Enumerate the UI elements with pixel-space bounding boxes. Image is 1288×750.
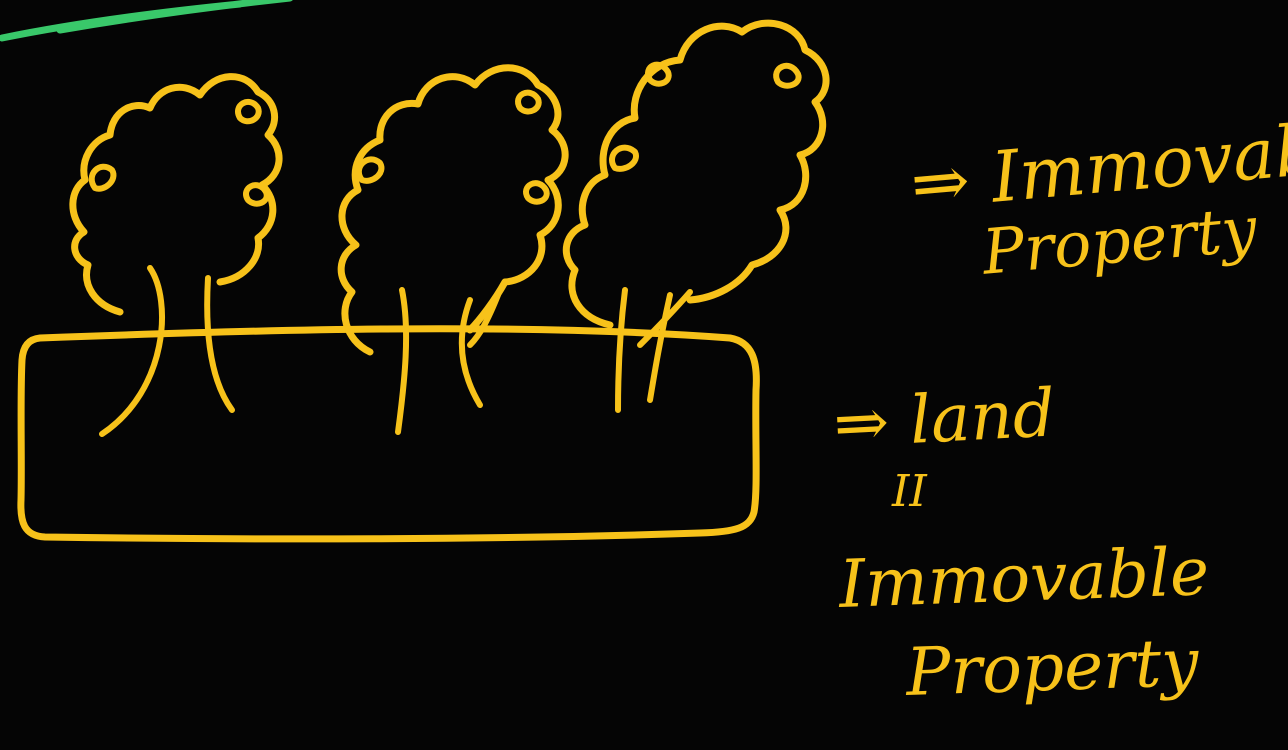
tree-1-curl-2 — [238, 102, 259, 121]
equals-mark: II — [892, 470, 927, 514]
land-rectangle — [21, 329, 757, 539]
tree-1-curl-1 — [92, 167, 114, 189]
land-immovable-line2: Property — [905, 630, 1199, 706]
tree-3-trunk — [618, 290, 690, 410]
tree-1-trunk — [102, 268, 232, 434]
tree-1-curl-3 — [246, 185, 267, 204]
land-word: land — [908, 374, 1057, 458]
tree-2-curl-3 — [526, 183, 547, 202]
trees-arrow: ⇒ — [907, 139, 973, 226]
tree-2-curl-2 — [518, 93, 539, 112]
land-immovable-line1: Immovable — [838, 539, 1210, 618]
tree-3-curl-1 — [612, 148, 636, 169]
tree-2-curl-1 — [359, 159, 382, 181]
land-label: ⇒ land — [832, 380, 1057, 458]
land-arrow: ⇒ — [832, 383, 891, 463]
tree-3-curl-3 — [776, 66, 798, 86]
green-highlight-stroke — [2, 0, 290, 38]
